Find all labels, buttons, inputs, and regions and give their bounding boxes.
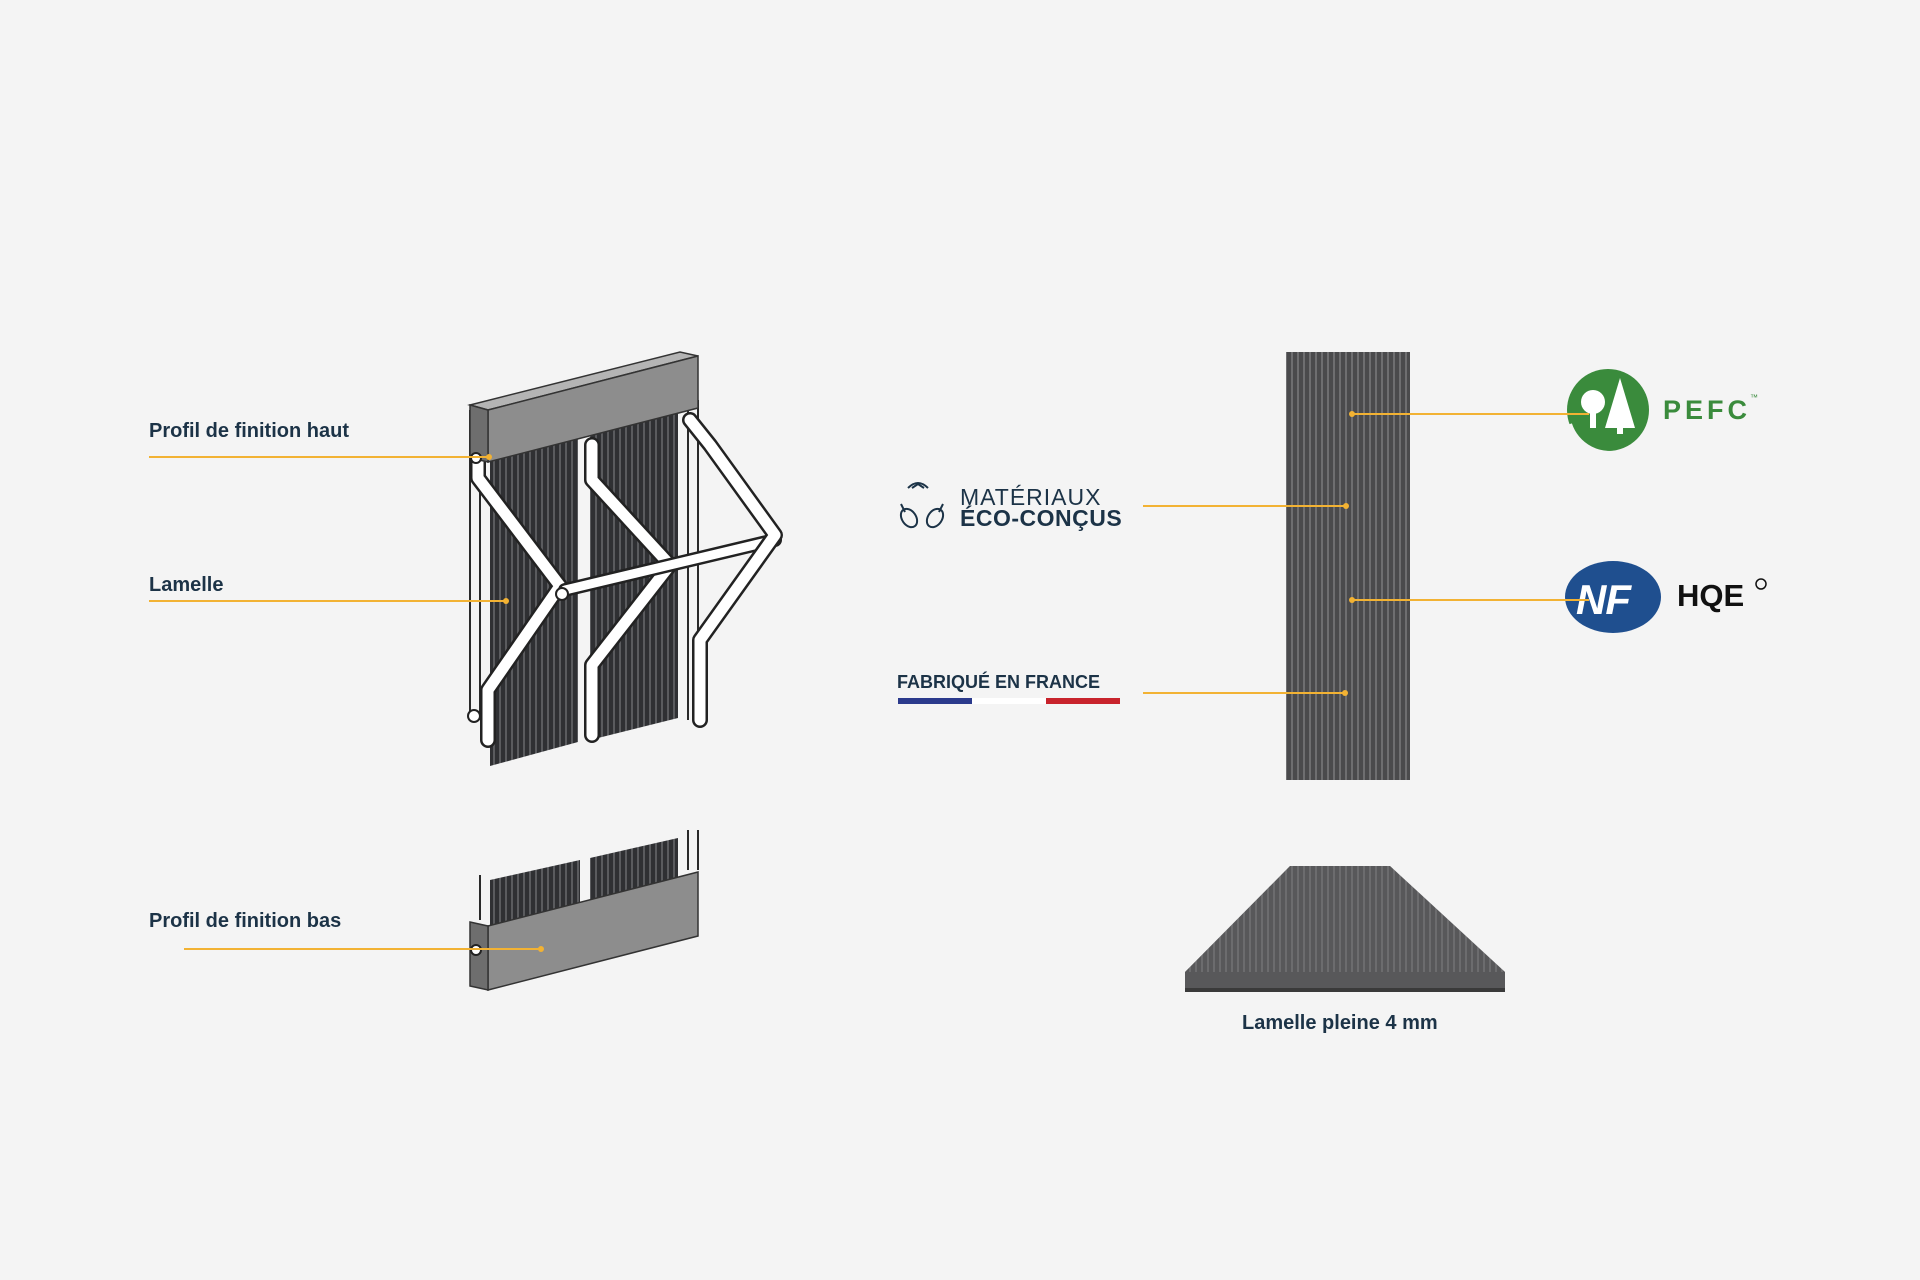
leader-dot-fabrique: [1342, 690, 1348, 696]
leader-dot-profil-haut: [486, 454, 492, 460]
leader-profil-haut: [149, 456, 489, 458]
pefc-tree-logo: [1567, 369, 1654, 456]
leader-profil-bas: [184, 948, 541, 950]
leader-dot-pefc: [1349, 411, 1355, 417]
slat-sample-flat: [1185, 866, 1505, 992]
label-profil-bas: Profil de finition bas: [149, 910, 342, 932]
badge-materiaux: MATÉRIAUX: [960, 484, 1102, 510]
pefc-tm: ™: [1750, 393, 1758, 402]
recycle-leaf-icon: [899, 482, 945, 529]
label-profil-haut: Profil de finition haut: [149, 420, 349, 442]
top-profile: [467, 351, 699, 464]
hqe-wordmark: HQE: [1677, 578, 1745, 613]
leader-pefc: [1353, 413, 1589, 415]
pefc-wordmark: PEFC: [1663, 395, 1752, 425]
leader-dot-lamelle: [503, 598, 509, 604]
french-flag-bar: [898, 698, 1120, 704]
slat-sample-vertical: [1286, 352, 1410, 780]
bottom-detail: [469, 830, 699, 991]
badge-eco-concus: ÉCO-CONÇUS: [960, 505, 1123, 531]
leader-dot-profil-bas: [538, 946, 544, 952]
leader-eco: [1143, 505, 1347, 507]
label-lamelle: Lamelle: [149, 574, 224, 596]
leader-fabrique: [1143, 692, 1345, 694]
nf-oval-logo: [1565, 561, 1767, 633]
leader-dot-nf: [1349, 597, 1355, 603]
badge-fabrique-france: FABRIQUÉ EN FRANCE: [897, 672, 1101, 692]
slat-left-panel: [490, 418, 578, 766]
leader-dot-eco: [1343, 503, 1349, 509]
leader-lamelle: [149, 600, 505, 602]
leader-nf: [1353, 599, 1589, 601]
caption-lamelle-pleine: Lamelle pleine 4 mm: [1242, 1012, 1438, 1034]
